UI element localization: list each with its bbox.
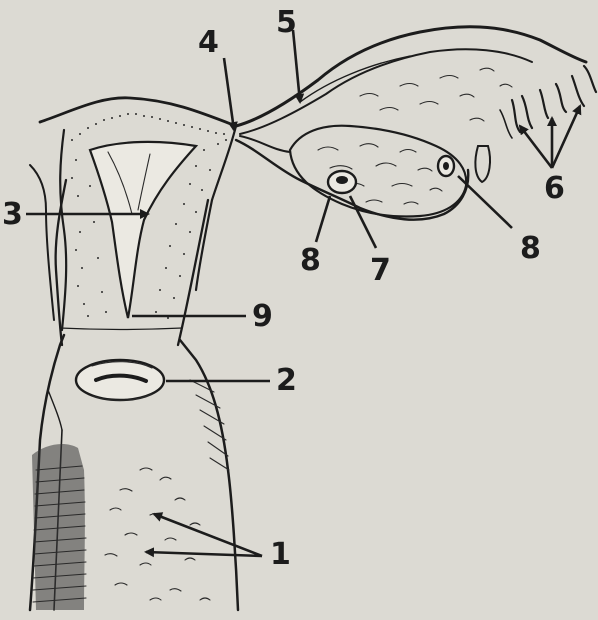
label-2: 2 (276, 363, 297, 398)
label-6: 6 (544, 171, 565, 206)
label-4: 4 (198, 25, 219, 60)
fallopian-tube-and-ovary (236, 27, 596, 220)
fimbriae (512, 66, 596, 132)
label-8-right: 8 (520, 231, 541, 266)
label-3: 3 (2, 197, 23, 232)
ovum (336, 176, 348, 184)
label-5: 5 (276, 5, 297, 40)
label-1: 1 (270, 537, 291, 572)
leader-lines (26, 30, 580, 556)
label-8-left: 8 (300, 243, 321, 278)
label-9: 9 (252, 299, 273, 334)
uterine-cavity (90, 142, 196, 318)
label-7: 7 (370, 253, 391, 288)
